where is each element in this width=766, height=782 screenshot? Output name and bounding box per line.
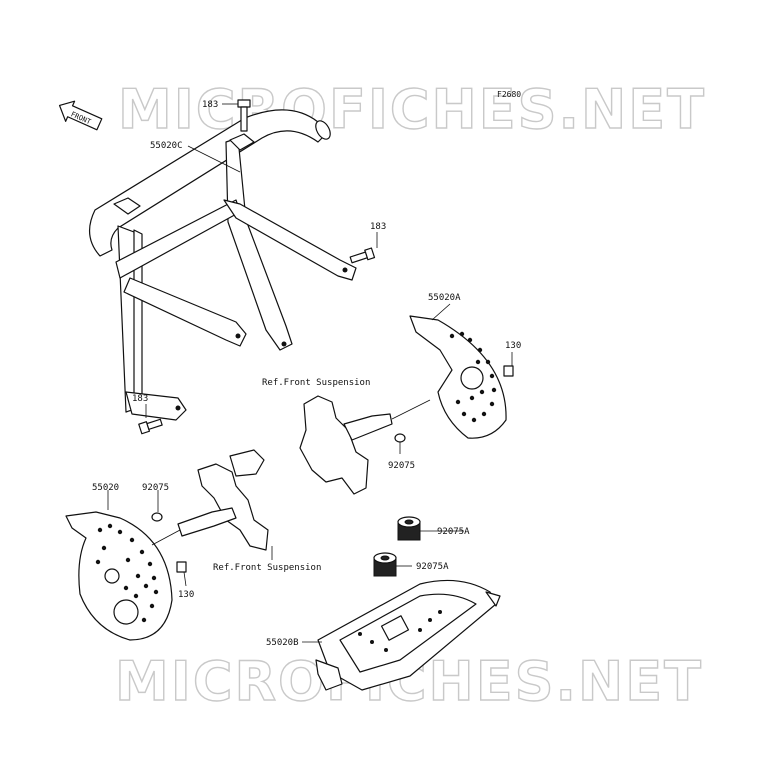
steering-knuckle-right (299, 395, 431, 495)
leader-lines (107, 103, 513, 643)
bolt-130-left (176, 561, 187, 573)
collar-92075a-lower (373, 552, 397, 577)
figure-code: F2680 (497, 90, 521, 99)
mount-hole (235, 333, 241, 339)
label-bolt-183-right: 183 (370, 222, 386, 232)
bolt-183-top (237, 99, 251, 132)
label-skid-plate-55020b: 55020B (266, 638, 299, 648)
bolt-183-right (349, 247, 376, 264)
label-bolt-183-left: 183 (132, 394, 148, 404)
disc-guard-left (65, 511, 173, 641)
label-washer-92075-left: 92075 (142, 483, 169, 493)
collar-92075a-upper (397, 516, 421, 541)
label-ref-front-suspension-upper: Ref.Front Suspension (262, 378, 370, 388)
label-washer-92075-right: 92075 (388, 461, 415, 471)
label-ref-front-suspension-lower: Ref.Front Suspension (213, 563, 321, 573)
disc-guard-right (409, 315, 507, 439)
label-bolt-130-right: 130 (505, 341, 521, 351)
front-guard-frame (89, 109, 357, 421)
label-collar-92075a-lower: 92075A (416, 562, 449, 572)
label-frame-55020c: 55020C (150, 141, 183, 151)
label-bolt-130-left: 130 (178, 590, 194, 600)
bolt-130-right (503, 365, 514, 377)
mount-hole (281, 341, 287, 347)
mount-hole (342, 267, 348, 273)
label-bolt-183-top: 183 (202, 100, 218, 110)
washer-92075-right (394, 433, 406, 443)
bolt-183-left (138, 418, 163, 435)
mount-hole (175, 405, 181, 411)
washer-92075-left (151, 512, 163, 522)
label-collar-92075a-upper: 92075A (437, 527, 470, 537)
label-guard-55020: 55020 (92, 483, 119, 493)
skid-plate (315, 579, 501, 691)
label-guard-55020a: 55020A (428, 293, 461, 303)
watermark-top: MICROFICHES.NET (118, 78, 706, 141)
front-arrow-icon: FRONT (58, 100, 103, 131)
steering-knuckle-left (151, 449, 269, 551)
